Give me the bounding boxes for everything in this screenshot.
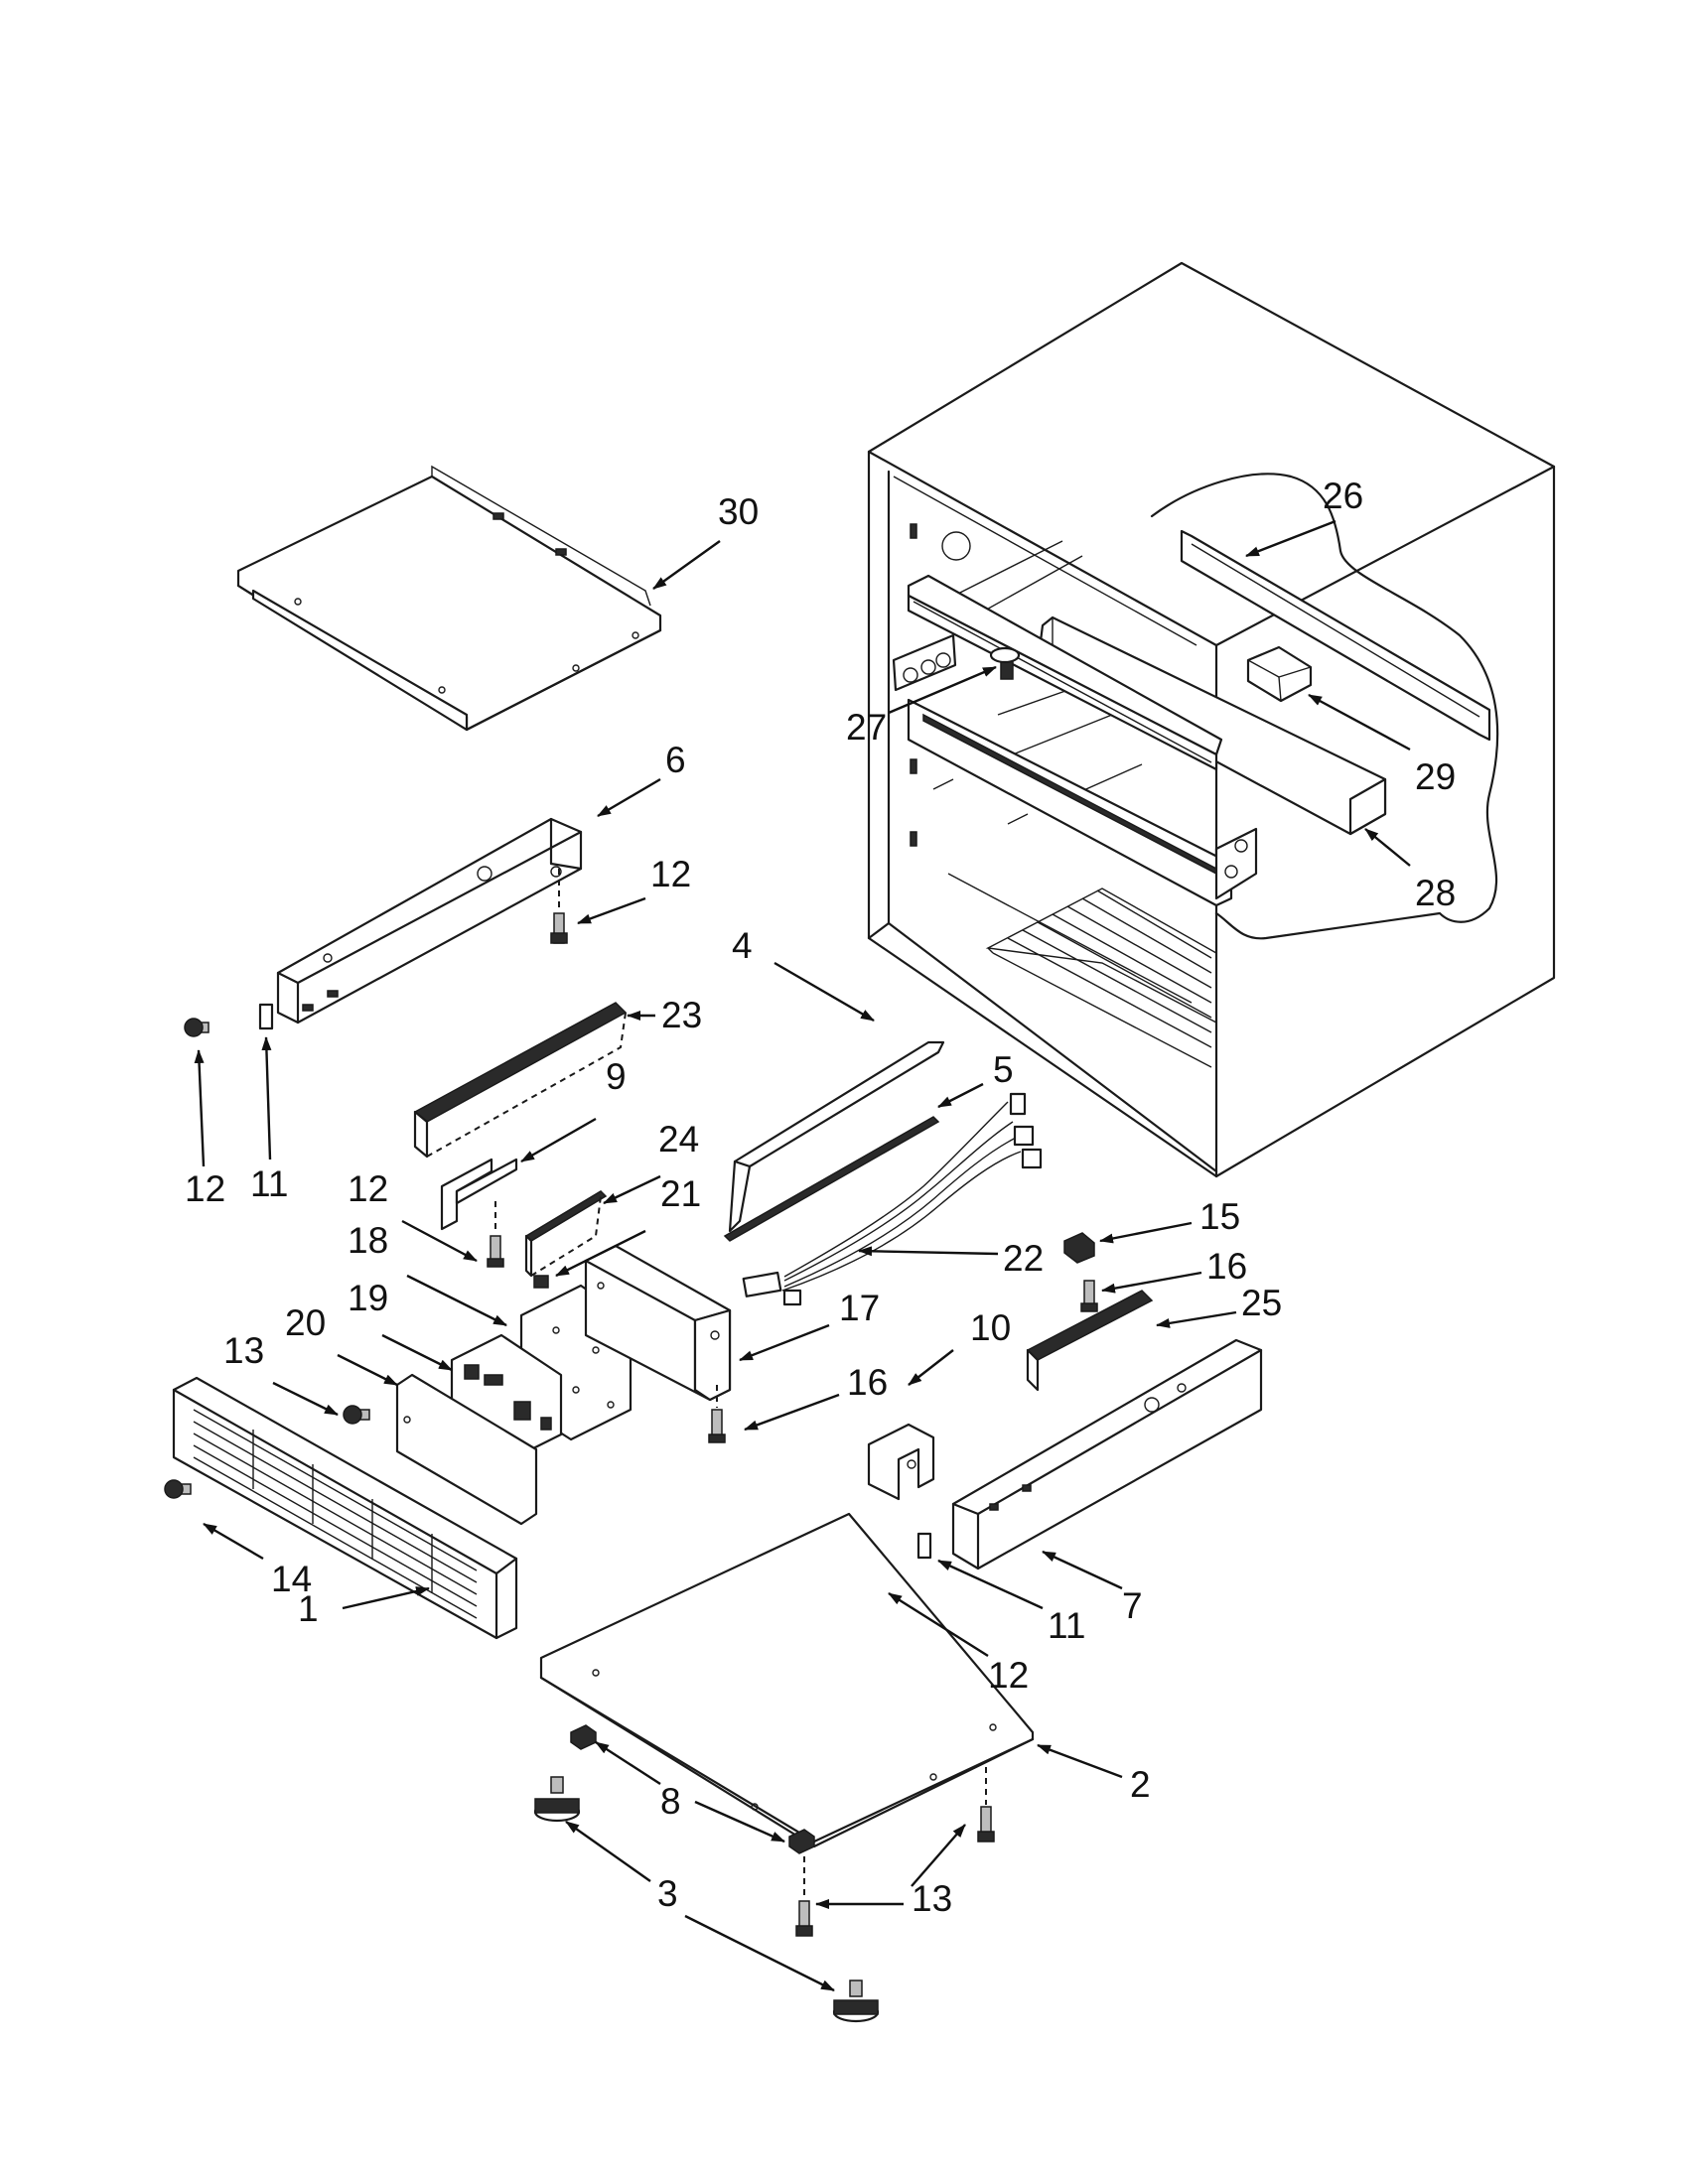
screw-12c xyxy=(487,1201,504,1268)
callout-5: 5 xyxy=(993,1049,1014,1090)
callout-10: 10 xyxy=(970,1307,1011,1348)
bracket-10 xyxy=(867,1423,935,1501)
callout-7: 7 xyxy=(1122,1585,1143,1626)
insulation-25 xyxy=(1026,1290,1154,1392)
callout-23: 23 xyxy=(661,995,702,1035)
bracket-9 xyxy=(440,1158,518,1231)
callout-labels: 30 6 12 23 12 11 9 24 12 18 21 19 20 13 … xyxy=(185,476,1456,1919)
leader-lines xyxy=(194,519,1411,1992)
wire-harness-22 xyxy=(742,1092,1043,1306)
callout-6: 6 xyxy=(665,740,686,780)
screw-13a xyxy=(343,1405,370,1425)
clip-8b xyxy=(788,1829,815,1854)
callout-2: 2 xyxy=(1130,1764,1151,1805)
strip-5 xyxy=(723,1116,940,1242)
callout-13: 13 xyxy=(223,1330,264,1371)
clip-15 xyxy=(1063,1232,1095,1264)
callout-11: 11 xyxy=(250,1163,288,1204)
callout-12: 12 xyxy=(650,854,691,894)
callout-4: 4 xyxy=(732,925,753,966)
base-pan-2 xyxy=(539,1512,1035,1848)
callout-12: 12 xyxy=(185,1168,225,1209)
base-rail-6 xyxy=(276,817,583,1024)
callout-30: 30 xyxy=(718,491,759,532)
screw-13b xyxy=(977,1767,995,1843)
top-panel-30 xyxy=(236,465,662,732)
clip-11a xyxy=(258,1003,274,1030)
callout-21: 21 xyxy=(660,1173,701,1214)
callout-19: 19 xyxy=(348,1278,388,1318)
callout-8: 8 xyxy=(660,1781,681,1822)
screw-16a xyxy=(708,1385,726,1443)
callout-11: 11 xyxy=(1048,1605,1085,1646)
callout-16: 16 xyxy=(847,1362,888,1403)
callout-22: 22 xyxy=(1003,1238,1044,1279)
clip-8a xyxy=(570,1724,597,1750)
callout-16: 16 xyxy=(1206,1246,1247,1287)
screw-12a xyxy=(550,869,568,944)
cabinet-floor-grille xyxy=(985,887,1217,1068)
base-rail-7 xyxy=(951,1338,1263,1570)
callout-12: 12 xyxy=(348,1168,388,1209)
insulation-24 xyxy=(524,1190,608,1278)
callout-9: 9 xyxy=(606,1056,627,1097)
clip-21 xyxy=(533,1275,549,1289)
callout-1: 1 xyxy=(298,1588,319,1629)
screw-13c xyxy=(795,1856,813,1937)
screw-16b xyxy=(1080,1280,1098,1312)
callout-13: 13 xyxy=(912,1878,952,1919)
callout-15: 15 xyxy=(1199,1196,1240,1237)
callout-28: 28 xyxy=(1415,873,1456,913)
clip-11b xyxy=(916,1532,932,1560)
callout-17: 17 xyxy=(839,1288,880,1328)
callout-3: 3 xyxy=(657,1873,678,1914)
callout-20: 20 xyxy=(285,1302,326,1343)
callout-27: 27 xyxy=(846,707,887,748)
cabinet-liner xyxy=(867,261,1556,1178)
callout-12: 12 xyxy=(988,1655,1029,1696)
screw-14 xyxy=(164,1479,192,1499)
grille-1 xyxy=(172,1376,518,1640)
leveling-leg-3a xyxy=(533,1776,581,1823)
callout-24: 24 xyxy=(658,1119,699,1160)
leveling-leg-3b xyxy=(832,1979,880,2023)
callout-18: 18 xyxy=(348,1220,388,1261)
callout-25: 25 xyxy=(1241,1283,1282,1323)
callout-14: 14 xyxy=(271,1559,312,1599)
cover-4 xyxy=(728,1040,945,1233)
screw-12b xyxy=(184,1018,210,1037)
cover-20 xyxy=(395,1373,538,1526)
insulation-23 xyxy=(413,1002,628,1159)
callout-29: 29 xyxy=(1415,756,1456,797)
callout-26: 26 xyxy=(1323,476,1363,516)
